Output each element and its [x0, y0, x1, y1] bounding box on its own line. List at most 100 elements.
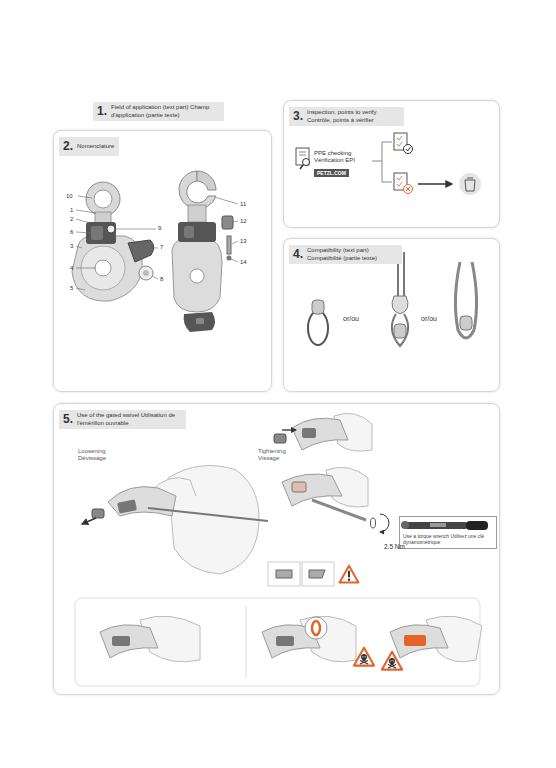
torque-value: 2.5 Nm	[384, 543, 405, 550]
swivel-pulley-side	[178, 222, 216, 242]
check-panel	[276, 636, 294, 646]
website-text: PETZL.COM	[317, 170, 346, 176]
swivel-pulley-side	[179, 171, 216, 209]
callout-number: 6	[70, 229, 73, 236]
torque-wrench	[404, 522, 468, 529]
tightening-figures	[371, 518, 376, 528]
leader-lines	[78, 196, 92, 198]
ppe-check-icons	[459, 173, 481, 195]
check-panel	[382, 652, 402, 670]
tightening-figures	[276, 570, 292, 578]
loosening-figure	[82, 466, 268, 575]
callout-number: 14	[240, 259, 247, 266]
callout-number: 13	[240, 238, 247, 245]
swivel-pulley-side	[172, 171, 233, 332]
swivel-pulley-side	[172, 238, 222, 312]
ppe-check-icons	[296, 133, 481, 195]
heading-band: 3. Inspection, points to verify Contrôle,…	[289, 107, 404, 126]
swivel-pulley-front	[86, 182, 120, 216]
check-panel	[354, 648, 374, 666]
callout-number: 11	[240, 201, 246, 208]
alternative-label: or/ou	[343, 315, 359, 323]
swivel-pulley-front	[139, 266, 153, 280]
callout-number: 7	[160, 244, 163, 251]
compatibility-figures	[392, 314, 408, 346]
alternative-label: or/ou	[421, 315, 437, 323]
step-label: Dévissage	[78, 455, 106, 462]
section-heading: 1. Field of application (text part) Champ…	[93, 102, 224, 121]
ppe-check-text: Vérification EPI	[314, 157, 355, 164]
compatibility-figures	[460, 316, 472, 330]
leader-lines	[116, 229, 156, 230]
swivel-pulley-front	[107, 225, 115, 233]
section-panel: 4. Compatibility (text part) Compatibilit…	[283, 238, 500, 392]
section-panel: 3. Inspection, points to verify Contrôle,…	[283, 100, 500, 228]
tightening-figures	[340, 566, 359, 583]
check-panel	[305, 617, 327, 639]
check-panel	[390, 625, 448, 658]
leader-lines	[76, 219, 90, 223]
ppe-check-icons	[418, 183, 452, 185]
section-number: 1.	[97, 104, 107, 119]
leader-lines	[150, 248, 158, 249]
loosening-figure	[82, 518, 96, 524]
swivel-pulley-front	[95, 260, 111, 276]
check-panel	[100, 625, 158, 658]
ppe-check-icons	[465, 178, 475, 191]
torque-wrench	[466, 521, 488, 530]
swivel-pulley-side	[197, 171, 216, 190]
tightening-figures	[274, 434, 286, 443]
step-label: Vissage	[258, 455, 279, 462]
tightening-figures	[302, 428, 316, 438]
torque-wrench	[401, 521, 488, 530]
heading-band: 5.Use of the gated swivel Utilisation de…	[59, 410, 186, 429]
section-panel: 5.Use of the gated swivel Utilisation de…	[53, 403, 500, 695]
tightening-figures	[309, 570, 325, 578]
swivel-pulley-front	[128, 240, 154, 262]
section-number: 3.	[293, 109, 303, 124]
ppe-check-icons	[299, 155, 306, 156]
tightening-figures	[268, 413, 389, 586]
swivel-pulley-side	[227, 236, 231, 254]
loosening-figure	[148, 508, 268, 521]
leader-lines	[76, 232, 91, 233]
ppe-check-icons	[372, 142, 392, 182]
swivel-pulley-side	[196, 318, 204, 324]
check-panel	[312, 621, 320, 635]
callout-number: 5	[70, 285, 73, 292]
swivel-pulley-front	[143, 270, 149, 276]
leader-lines	[76, 246, 82, 248]
section-number: 4.	[293, 247, 303, 262]
compatibility-figures	[455, 262, 476, 338]
torque-wrench-note: Use a torque wrench Utilisez une clé dyn…	[399, 516, 497, 549]
section-title: Inspection, points to verify Contrôle, p…	[307, 109, 399, 124]
leader-lines	[76, 288, 85, 290]
section-title: Field of application (text part) Champ d…	[111, 104, 219, 119]
compatibility-figures	[308, 311, 328, 345]
compatibility-figures	[308, 252, 477, 346]
callout-number: 4	[70, 265, 73, 272]
heading-band: 2.Nomenclature	[59, 137, 119, 156]
website-tag: PETZL.COM	[314, 169, 349, 177]
heading-band: 1. Field of application (text part) Champ…	[93, 102, 224, 121]
tightening-figures	[292, 418, 348, 450]
ppe-check-icons	[397, 176, 402, 186]
swivel-pulley-side	[222, 216, 233, 229]
leader-lines	[76, 268, 96, 269]
ppe-check-icons	[299, 152, 306, 153]
swivel-pulley-front	[72, 182, 154, 301]
leader-lines	[214, 197, 238, 204]
tightening-figures	[292, 482, 306, 492]
tightening-figures	[282, 429, 296, 430]
section-title: Compatibility (text part) Compatibilité …	[307, 247, 397, 262]
callout-number: 2	[70, 216, 73, 223]
compatibility-figures	[392, 296, 408, 314]
tightening-figures	[312, 500, 366, 520]
check-panel	[112, 636, 130, 646]
section-title: Nomenclature	[77, 143, 114, 151]
section-number: 5.	[63, 412, 73, 427]
callout-number: 1	[70, 207, 73, 214]
section-panel: 2.Nomenclature	[53, 130, 272, 392]
